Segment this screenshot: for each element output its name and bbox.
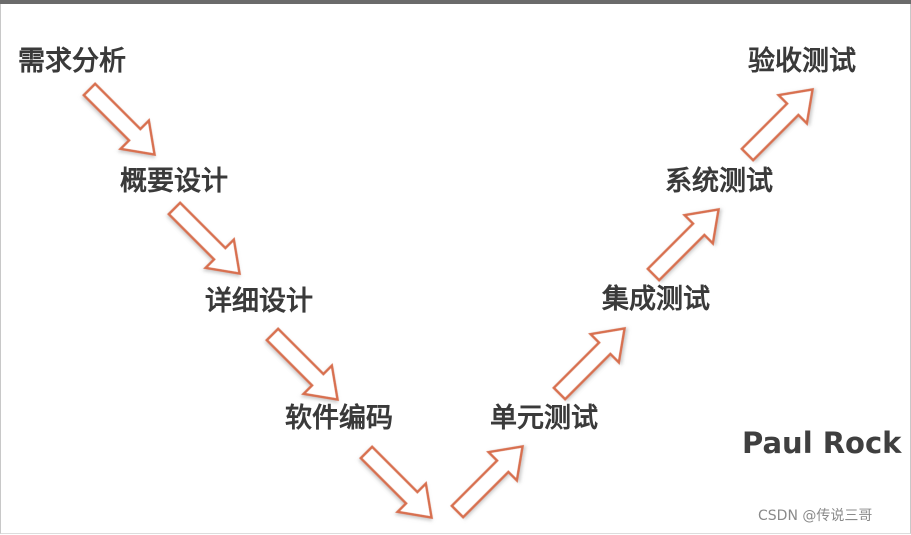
stage-detailed-design: 详细设计 bbox=[205, 286, 313, 317]
stage-requirements-analysis: 需求分析 bbox=[18, 46, 126, 77]
stage-integration-testing: 集成测试 bbox=[602, 284, 710, 315]
stage-system-testing: 系统测试 bbox=[665, 166, 773, 197]
stage-acceptance-testing: 验收测试 bbox=[748, 46, 856, 77]
stage-high-level-design: 概要设计 bbox=[120, 166, 228, 197]
author-label: Paul Rock bbox=[742, 426, 902, 460]
watermark: CSDN @传说三哥 bbox=[758, 508, 873, 524]
stage-coding: 软件编码 bbox=[285, 403, 393, 434]
window-top-bar bbox=[0, 0, 911, 4]
stage-unit-testing: 单元测试 bbox=[490, 403, 598, 434]
